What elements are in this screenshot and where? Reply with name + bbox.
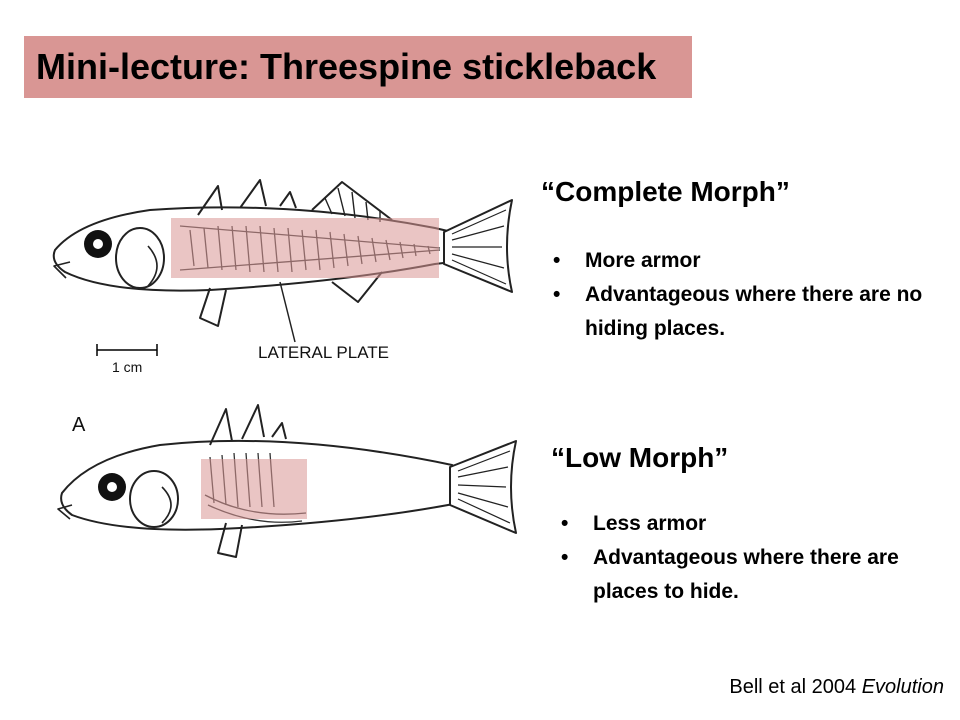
complete-morph-heading: “Complete Morph” (541, 176, 790, 207)
dorsal-fin (311, 181, 393, 221)
list-item: Less armor (559, 507, 939, 541)
list-item: Advantageous where there are places to h… (559, 541, 939, 609)
slide-title: Mini-lecture: Threespine stickleback (36, 46, 657, 87)
citation-journal: Evolution (861, 676, 944, 698)
list-item: More armor (551, 244, 931, 278)
low-morph-fish-figure: A (57, 404, 517, 558)
callout-line (279, 281, 296, 343)
panel-label: A (72, 414, 86, 436)
pelvic-spine (199, 287, 227, 327)
dorsal-spine (241, 404, 265, 440)
anal-fin (331, 271, 383, 303)
pelvic-spine (217, 522, 243, 558)
dorsal-spine (209, 408, 233, 446)
citation: Bell et al 2004 Evolution (729, 676, 944, 699)
low-morph-bullets: Less armor Advantageous where there are … (559, 507, 939, 609)
citation-authors: Bell et al 2004 (729, 676, 857, 698)
dorsal-spine (271, 422, 287, 440)
list-item: Advantageous where there are no hiding p… (551, 278, 931, 346)
low-morph-heading: “Low Morph” (551, 442, 729, 473)
complete-morph-bullets: More armor Advantageous where there are … (551, 244, 931, 346)
dorsal-spine (239, 179, 267, 209)
caudal-fin (449, 440, 517, 534)
dorsal-spine (197, 185, 223, 216)
fish-gill-cover (129, 470, 179, 528)
plate-highlight-low (201, 459, 307, 519)
callout-label: LATERAL PLATE (258, 343, 389, 362)
scale-label: 1 cm (112, 359, 142, 375)
caudal-fin (443, 199, 513, 293)
dorsal-spine (279, 191, 297, 209)
complete-morph-fish-figure: LATERAL PLATE 1 cm (52, 179, 513, 375)
title-banner (24, 36, 692, 98)
fish-gill-cover (115, 227, 165, 289)
plate-highlight-complete (171, 218, 439, 278)
